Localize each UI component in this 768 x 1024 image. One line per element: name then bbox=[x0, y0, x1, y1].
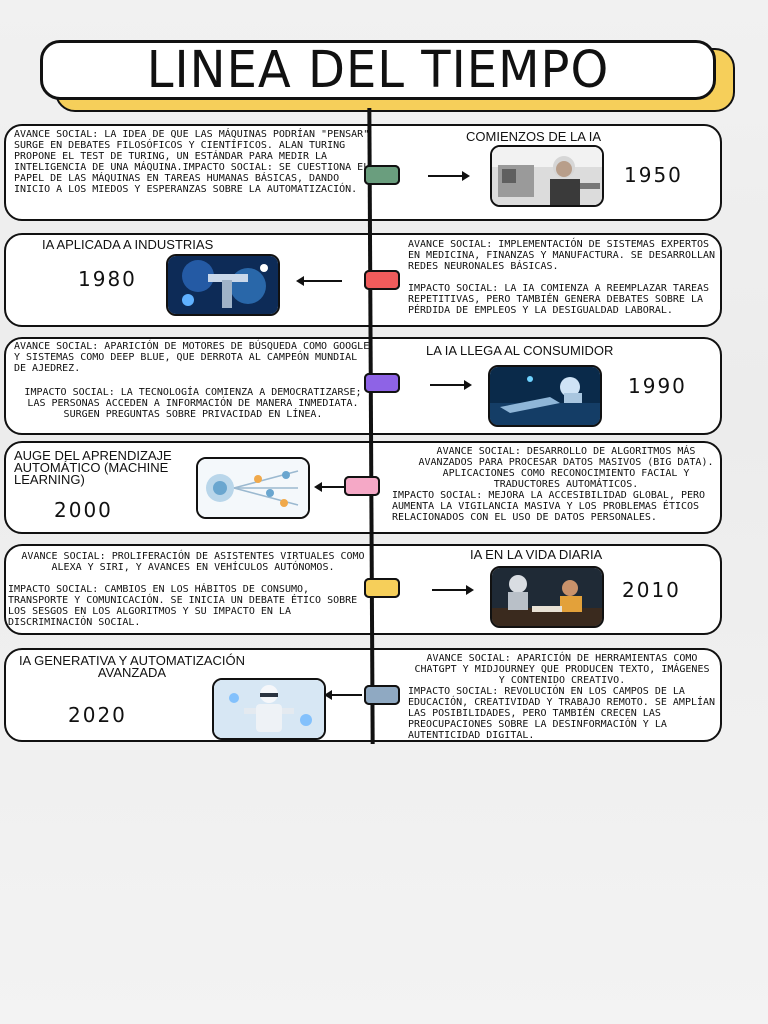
event-description-a: AVANCE SOCIAL: APARICIÓN DE MOTORES DE B… bbox=[14, 341, 370, 374]
event-heading: COMIENZOS DE LA IA bbox=[466, 129, 602, 144]
event-description-a: AVANCE SOCIAL: PROLIFERACIÓN DE ASISTENT… bbox=[21, 551, 365, 573]
timeline-node-1990-top bbox=[364, 373, 400, 393]
timeline-card-1950: AVANCE SOCIAL: LA IDEA DE QUE LAS MÁQUIN… bbox=[4, 124, 722, 221]
arrow-left-icon bbox=[296, 276, 342, 286]
event-heading: IA APLICADA A INDUSTRIAS bbox=[42, 237, 214, 252]
event-image-robot-and-woman bbox=[490, 566, 604, 628]
event-image-humanoid-robot bbox=[212, 678, 326, 740]
arrow-right-icon bbox=[428, 171, 470, 181]
arrow-right-icon bbox=[432, 585, 474, 595]
event-heading: IA EN LA VIDA DIARIA bbox=[470, 547, 603, 562]
event-year: 1990 bbox=[628, 374, 687, 398]
event-description-a: AVANCE SOCIAL: APARICIÓN DE HERRAMIENTAS… bbox=[414, 653, 710, 686]
event-year: 2000 bbox=[54, 498, 113, 522]
event-description-a: AVANCE SOCIAL: DESARROLLO DE ALGORITMOS … bbox=[418, 446, 714, 490]
timeline-card-1980: IA APLICADA A INDUSTRIAS 1980 AVANCE SOC… bbox=[4, 233, 722, 327]
event-heading: LA IA LLEGA AL CONSUMIDOR bbox=[426, 343, 614, 358]
event-image-machine-learning bbox=[196, 457, 310, 519]
title-banner: LINEA DEL TIEMPO bbox=[40, 40, 716, 100]
timeline-card-2020: IA GENERATIVA Y AUTOMATIZACIÓN AVANZADA … bbox=[4, 648, 722, 742]
event-image-robot-hand-keyboard bbox=[488, 365, 602, 427]
event-description-b: IMPACTO SOCIAL: CAMBIOS EN LOS HÁBITOS D… bbox=[8, 584, 358, 628]
timeline-card-2000: AUGE DEL APRENDIZAJE AUTOMÁTICO (MACHINE… bbox=[4, 441, 722, 534]
event-heading: IA GENERATIVA Y AUTOMATIZACIÓN AVANZADA bbox=[18, 653, 246, 680]
timeline-node-1950-top bbox=[364, 165, 400, 185]
arrow-left-icon bbox=[314, 482, 346, 492]
event-year: 1980 bbox=[78, 267, 137, 291]
event-year: 2010 bbox=[622, 578, 681, 602]
page-title: LINEA DEL TIEMPO bbox=[146, 40, 610, 100]
timeline-node-1980-top bbox=[364, 270, 400, 290]
timeline-node-2010-top bbox=[364, 578, 400, 598]
timeline-card-2010: AVANCE SOCIAL: PROLIFERACIÓN DE ASISTENT… bbox=[4, 544, 722, 635]
event-year: 1950 bbox=[624, 163, 683, 187]
event-heading: AUGE DEL APRENDIZAJE AUTOMÁTICO (MACHINE… bbox=[14, 448, 172, 487]
event-year: 2020 bbox=[68, 703, 127, 727]
event-description-b: IMPACTO SOCIAL: MEJORA LA ACCESIBILIDAD … bbox=[392, 490, 706, 523]
timeline-node-2000-top bbox=[344, 476, 380, 496]
arrow-left-icon bbox=[324, 690, 362, 700]
arrow-right-icon bbox=[430, 380, 472, 390]
event-image-industrial-robot bbox=[166, 254, 280, 316]
timeline-node-2020-top bbox=[364, 685, 400, 705]
timeline-card-1990: AVANCE SOCIAL: APARICIÓN DE MOTORES DE B… bbox=[4, 337, 722, 435]
event-description-b: IMPACTO SOCIAL: LA TECNOLOGÍA COMIENZA A… bbox=[24, 387, 362, 420]
event-description: AVANCE SOCIAL: IMPLEMENTACIÓN DE SISTEMA… bbox=[408, 239, 716, 316]
event-image-elderly-man-robot bbox=[490, 145, 604, 207]
event-description-b: IMPACTO SOCIAL: REVOLUCIÓN EN LOS CAMPOS… bbox=[408, 686, 716, 741]
event-description: AVANCE SOCIAL: LA IDEA DE QUE LAS MÁQUIN… bbox=[14, 129, 370, 195]
